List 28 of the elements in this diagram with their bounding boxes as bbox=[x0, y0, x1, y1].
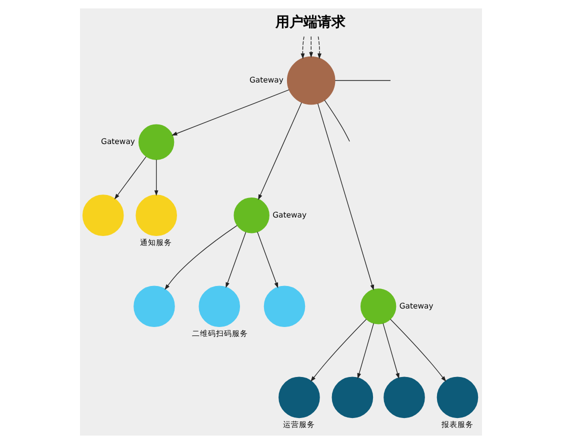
arrow bbox=[300, 36, 304, 60]
node-circle bbox=[360, 288, 396, 324]
arrow bbox=[171, 90, 289, 136]
node-circle bbox=[138, 124, 174, 160]
arrow bbox=[382, 322, 399, 379]
connector bbox=[334, 80, 390, 81]
arrow bbox=[225, 232, 246, 288]
node-circle bbox=[263, 286, 305, 328]
node-circle bbox=[383, 376, 424, 418]
node-circle bbox=[198, 286, 240, 328]
arrow bbox=[308, 36, 313, 58]
arrow bbox=[164, 225, 237, 290]
arrow bbox=[316, 103, 374, 290]
node-text: 用户端请求 bbox=[274, 14, 345, 31]
arrow bbox=[256, 232, 278, 288]
node-circle bbox=[286, 56, 335, 105]
arrow bbox=[390, 318, 446, 382]
node-circle bbox=[133, 286, 174, 328]
arrow bbox=[310, 318, 366, 382]
node-circle bbox=[233, 198, 269, 234]
arrow bbox=[317, 36, 321, 60]
node-circle bbox=[135, 194, 176, 236]
arrow bbox=[258, 102, 302, 200]
arrow bbox=[114, 156, 146, 200]
arrow bbox=[154, 159, 158, 196]
connector bbox=[324, 100, 350, 142]
arrow bbox=[356, 322, 374, 379]
node-circle bbox=[331, 376, 373, 418]
